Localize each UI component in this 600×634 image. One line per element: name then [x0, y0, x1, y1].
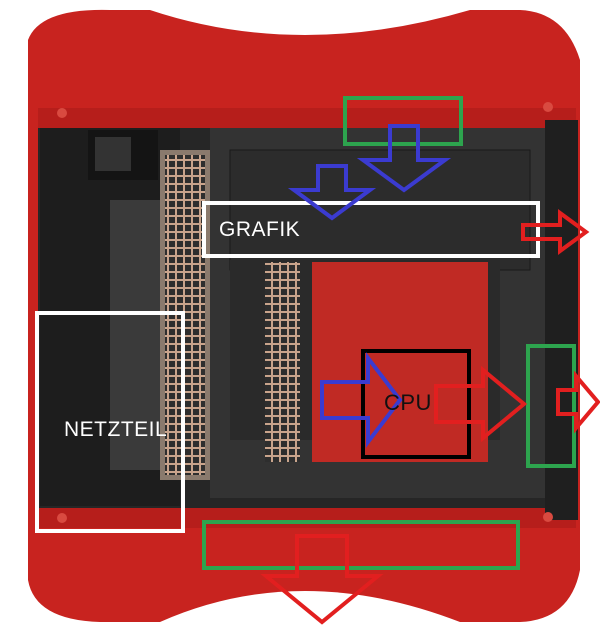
- cpu-box: [361, 349, 471, 459]
- gpu-label: GRAFIK: [219, 218, 301, 241]
- psu-box: [35, 311, 185, 533]
- top-fan-box: [343, 96, 463, 146]
- exhaust-arrow-cpu: [434, 365, 528, 443]
- power-connector: [95, 137, 131, 171]
- exhaust-arrow-bottom: [260, 534, 384, 625]
- gpu-box: [202, 201, 540, 258]
- exhaust-arrow-side: [556, 370, 600, 434]
- intake-arrow-gpu: [287, 164, 377, 221]
- intake-arrow-cpu: [320, 352, 403, 448]
- exhaust-arrow-gpu: [521, 209, 590, 255]
- intake-arrow-top: [356, 124, 452, 193]
- motherboard: [312, 262, 488, 462]
- side-fan-box: [526, 344, 576, 468]
- cpu-label: CPU: [384, 390, 432, 415]
- psu-label: NETZTEIL: [64, 418, 168, 441]
- bottom-fan-box: [202, 520, 520, 570]
